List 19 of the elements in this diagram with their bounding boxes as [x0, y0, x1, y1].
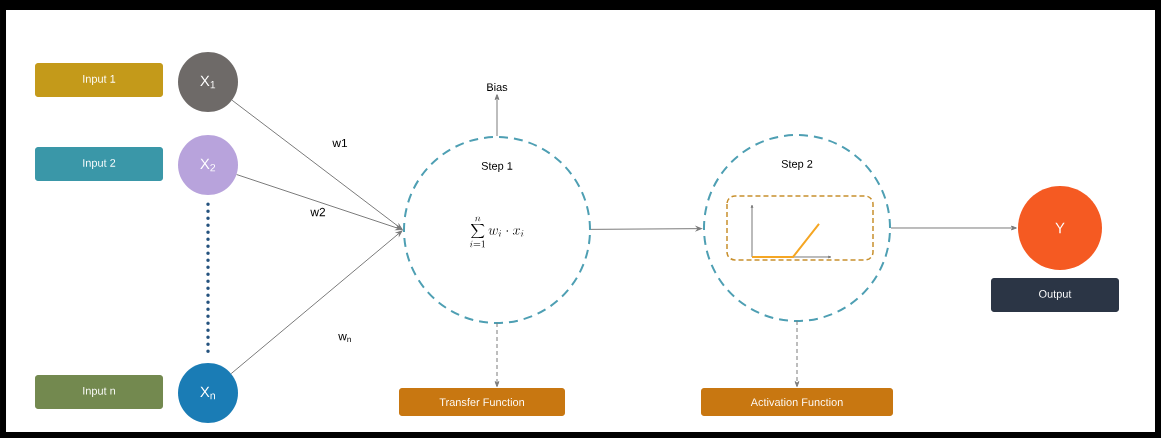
edge-label: w$_{n}$ — [337, 332, 353, 344]
arrow — [231, 99, 403, 230]
dotted-line — [206, 202, 210, 356]
bias-label: Bias — [487, 82, 508, 91]
label-box: Output — [991, 278, 1119, 312]
edge-label: w1 — [331, 137, 349, 149]
arrow — [794, 320, 800, 388]
arrow — [494, 94, 500, 137]
label-box: Transfer Function — [399, 388, 565, 416]
edge-label: w2 — [309, 206, 327, 218]
arrow — [230, 230, 403, 375]
arrow — [590, 226, 703, 232]
arrow — [236, 174, 403, 231]
label-box: Input 2 — [35, 147, 163, 181]
label-box: Input 1 — [35, 63, 163, 97]
label-box: Activation Function — [701, 388, 893, 416]
arrow — [494, 322, 500, 388]
label-box: Input n — [35, 375, 163, 409]
arrow — [890, 225, 1017, 231]
